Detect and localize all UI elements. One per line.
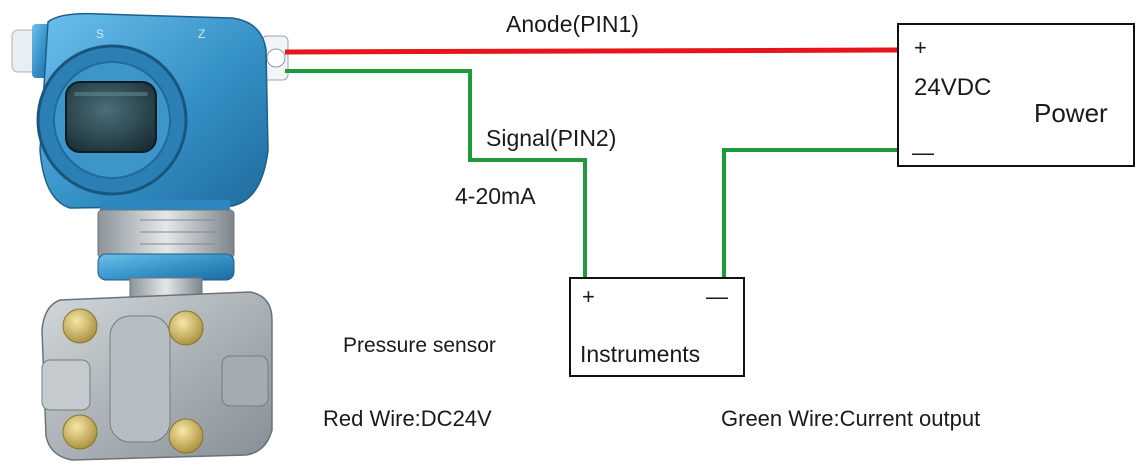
bolt-top-left [62,308,98,344]
instruments-box: + — Instruments [569,277,745,377]
housing-mark-z: Z [198,27,205,41]
signal-label: Signal(PIN2) [486,125,616,151]
housing-mark-s: S [96,27,104,41]
instruments-plus-terminal: + [582,284,595,309]
power-plus-terminal: + [914,35,927,60]
bolt-top-right [168,310,204,346]
power-minus-terminal: — [912,140,934,165]
bolt-bottom-right [168,418,204,454]
nameplate-collar [97,209,235,259]
green-wire-return [722,148,898,278]
instruments-title: Instruments [580,341,700,367]
lcd-screen [65,81,157,153]
bolt-bottom-left [62,414,98,450]
anode-label: Anode(PIN1) [506,11,639,37]
power-voltage-label: 24VDC [914,74,991,101]
current-range-label: 4-20mA [455,183,536,209]
conduit-plug-right [261,35,289,81]
sensor-caption: Pressure sensor [343,334,496,357]
pressure-transmitter-image: S Z [11,12,289,461]
green-wire-signal [285,69,587,278]
green-wire-note: Green Wire:Current output [721,406,980,431]
red-wire-note: Red Wire:DC24V [323,406,492,431]
power-supply-box: + 24VDC Power — [897,23,1135,167]
red-wire [284,47,899,55]
instruments-minus-terminal: — [706,284,728,309]
power-title: Power [1034,98,1108,128]
